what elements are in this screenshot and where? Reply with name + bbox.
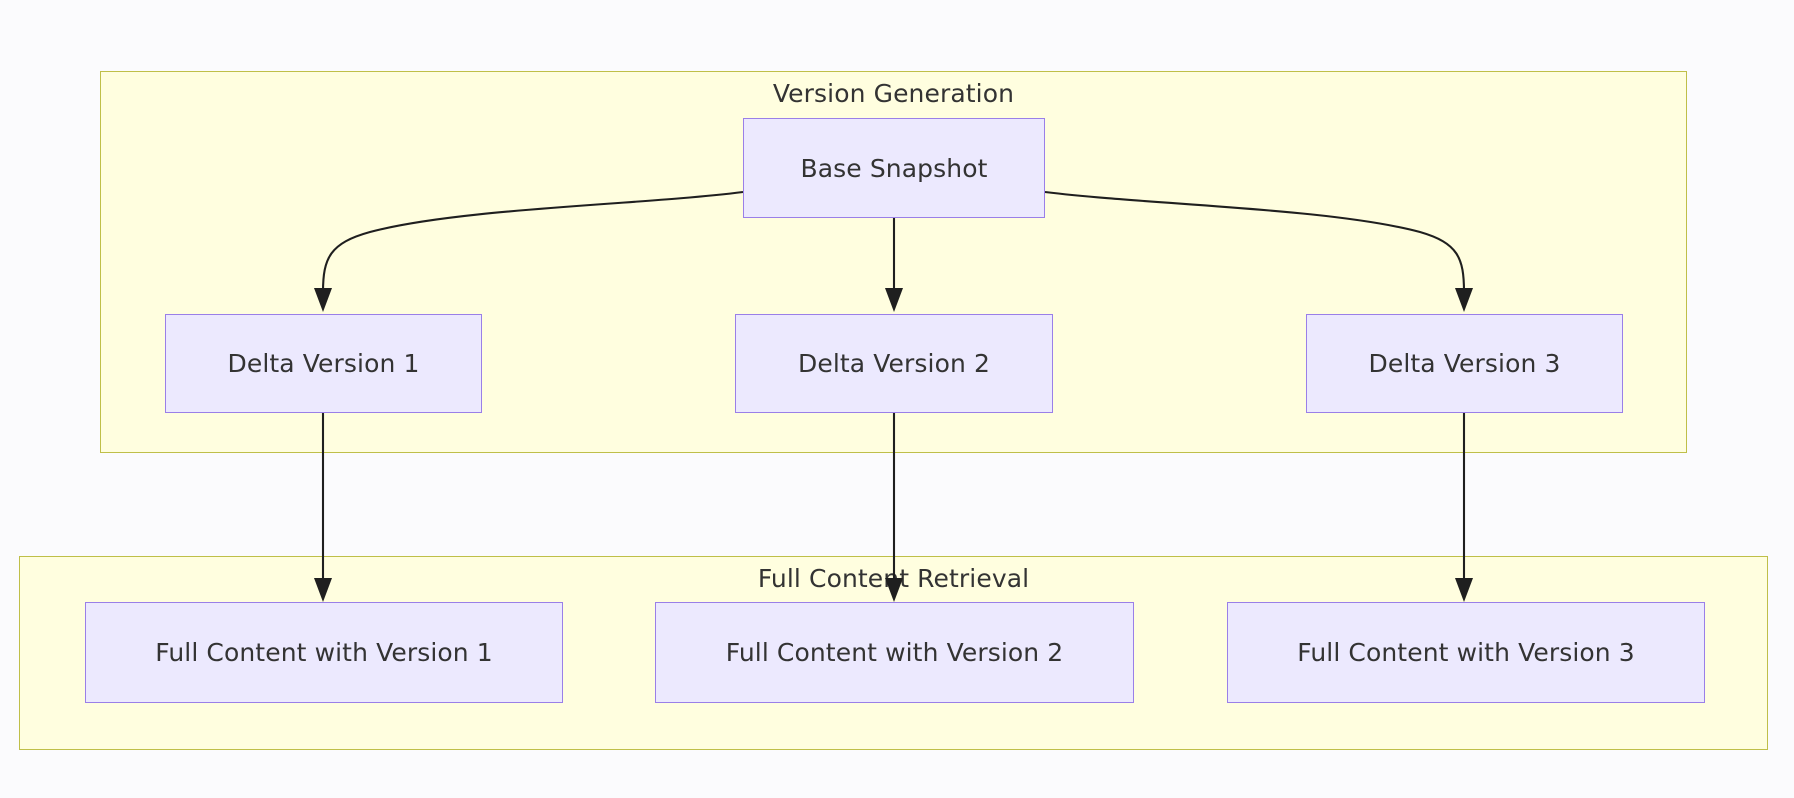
node-full-content-1[interactable]: Full Content with Version 1 xyxy=(85,602,563,703)
node-full-content-3[interactable]: Full Content with Version 3 xyxy=(1227,602,1705,703)
node-delta-version-1[interactable]: Delta Version 1 xyxy=(165,314,482,413)
node-full-content-2[interactable]: Full Content with Version 2 xyxy=(655,602,1134,703)
cluster-title-full-content-retrieval: Full Content Retrieval xyxy=(757,564,1030,593)
node-delta-version-2[interactable]: Delta Version 2 xyxy=(735,314,1053,413)
node-delta-version-3[interactable]: Delta Version 3 xyxy=(1306,314,1623,413)
node-base-snapshot[interactable]: Base Snapshot xyxy=(743,118,1045,218)
cluster-title-version-generation: Version Generation xyxy=(772,79,1015,108)
